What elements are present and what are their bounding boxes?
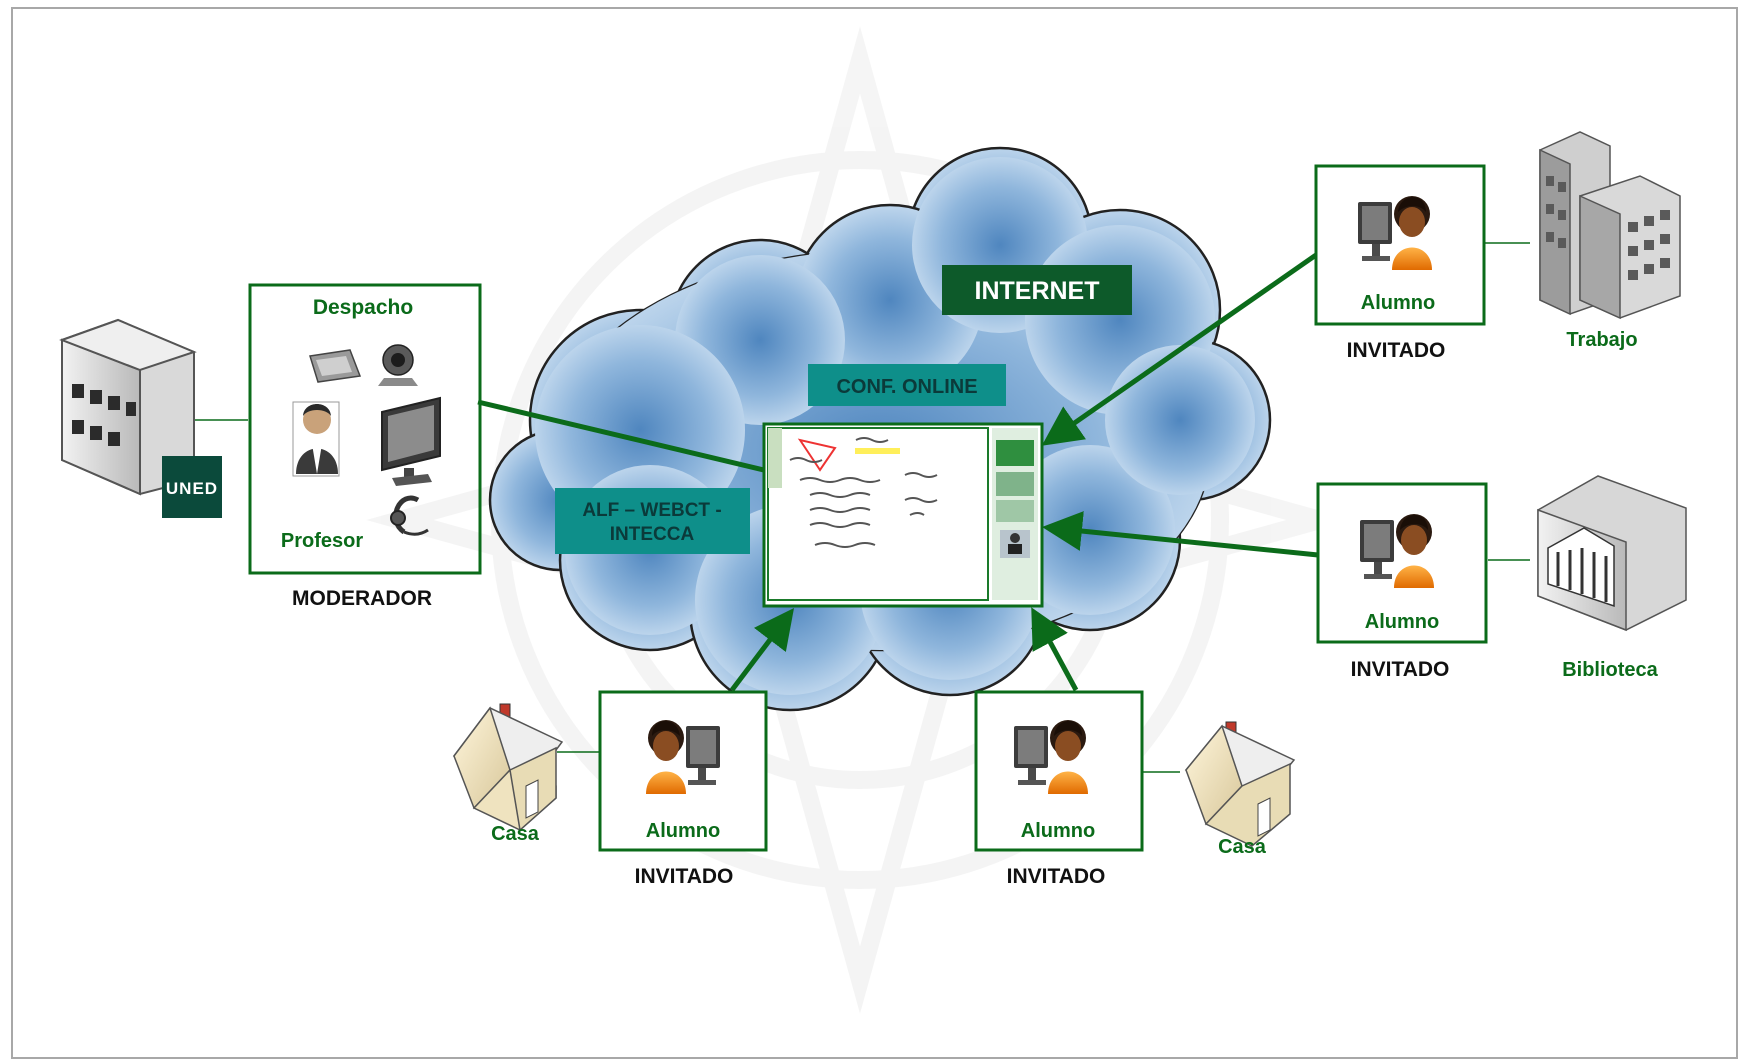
- conf-online-label: CONF. ONLINE: [836, 376, 977, 398]
- profesor-label: Profesor: [281, 530, 363, 552]
- house-icon: [452, 703, 564, 832]
- conf-online-label-box: [808, 364, 1006, 406]
- invitado-label-casa-left: INVITADO: [635, 865, 734, 888]
- alumno-box-casa-right: [974, 690, 1144, 852]
- biblioteca-label: Biblioteca: [1562, 659, 1658, 681]
- alumno-label-casa-right: Alumno: [1021, 820, 1095, 842]
- internet-label-box: [942, 265, 1132, 315]
- platform-label-line2: INTECCA: [610, 524, 695, 545]
- uned-logo-text: UNED: [166, 479, 218, 498]
- uned-logo: [162, 456, 222, 518]
- alumno-box-casa-left: [598, 690, 768, 852]
- moderador-label: MODERADOR: [292, 587, 432, 610]
- invitado-label-biblioteca: INVITADO: [1351, 658, 1450, 681]
- location-connectors: [190, 242, 1530, 773]
- headset-icon: [390, 495, 429, 536]
- graphics-tablet-icon: [309, 349, 362, 383]
- invitado-label-casa-right: INVITADO: [1007, 865, 1106, 888]
- invitado-label-trabajo: INVITADO: [1347, 339, 1446, 362]
- webcam-icon: [378, 344, 418, 386]
- internet-label: INTERNET: [975, 277, 1100, 305]
- office-building-icon: [1539, 131, 1681, 320]
- trabajo-label: Trabajo: [1566, 329, 1637, 351]
- teacher-icon: [292, 401, 340, 477]
- moderador-box: [248, 283, 482, 575]
- alumno-label-casa-left: Alumno: [646, 820, 720, 842]
- screen-thumbnail-icon: [762, 422, 1044, 608]
- alumno-label-biblioteca: Alumno: [1365, 611, 1439, 633]
- alumno-box-trabajo: [1314, 164, 1486, 326]
- house-icon: [1184, 721, 1296, 847]
- alumno-box-biblioteca: [1316, 482, 1488, 644]
- casa-label-left: Casa: [491, 823, 540, 845]
- platform-label-box: [555, 488, 750, 554]
- platform-label-line1: ALF – WEBCT -: [582, 500, 721, 521]
- building-icon: [59, 318, 197, 496]
- despacho-label: Despacho: [313, 296, 413, 319]
- library-icon: [1537, 475, 1687, 632]
- alumno-label-trabajo: Alumno: [1361, 292, 1435, 314]
- casa-label-right: Casa: [1218, 836, 1267, 858]
- monitor-icon: [381, 396, 441, 486]
- connection-arrows: [477, 252, 1319, 692]
